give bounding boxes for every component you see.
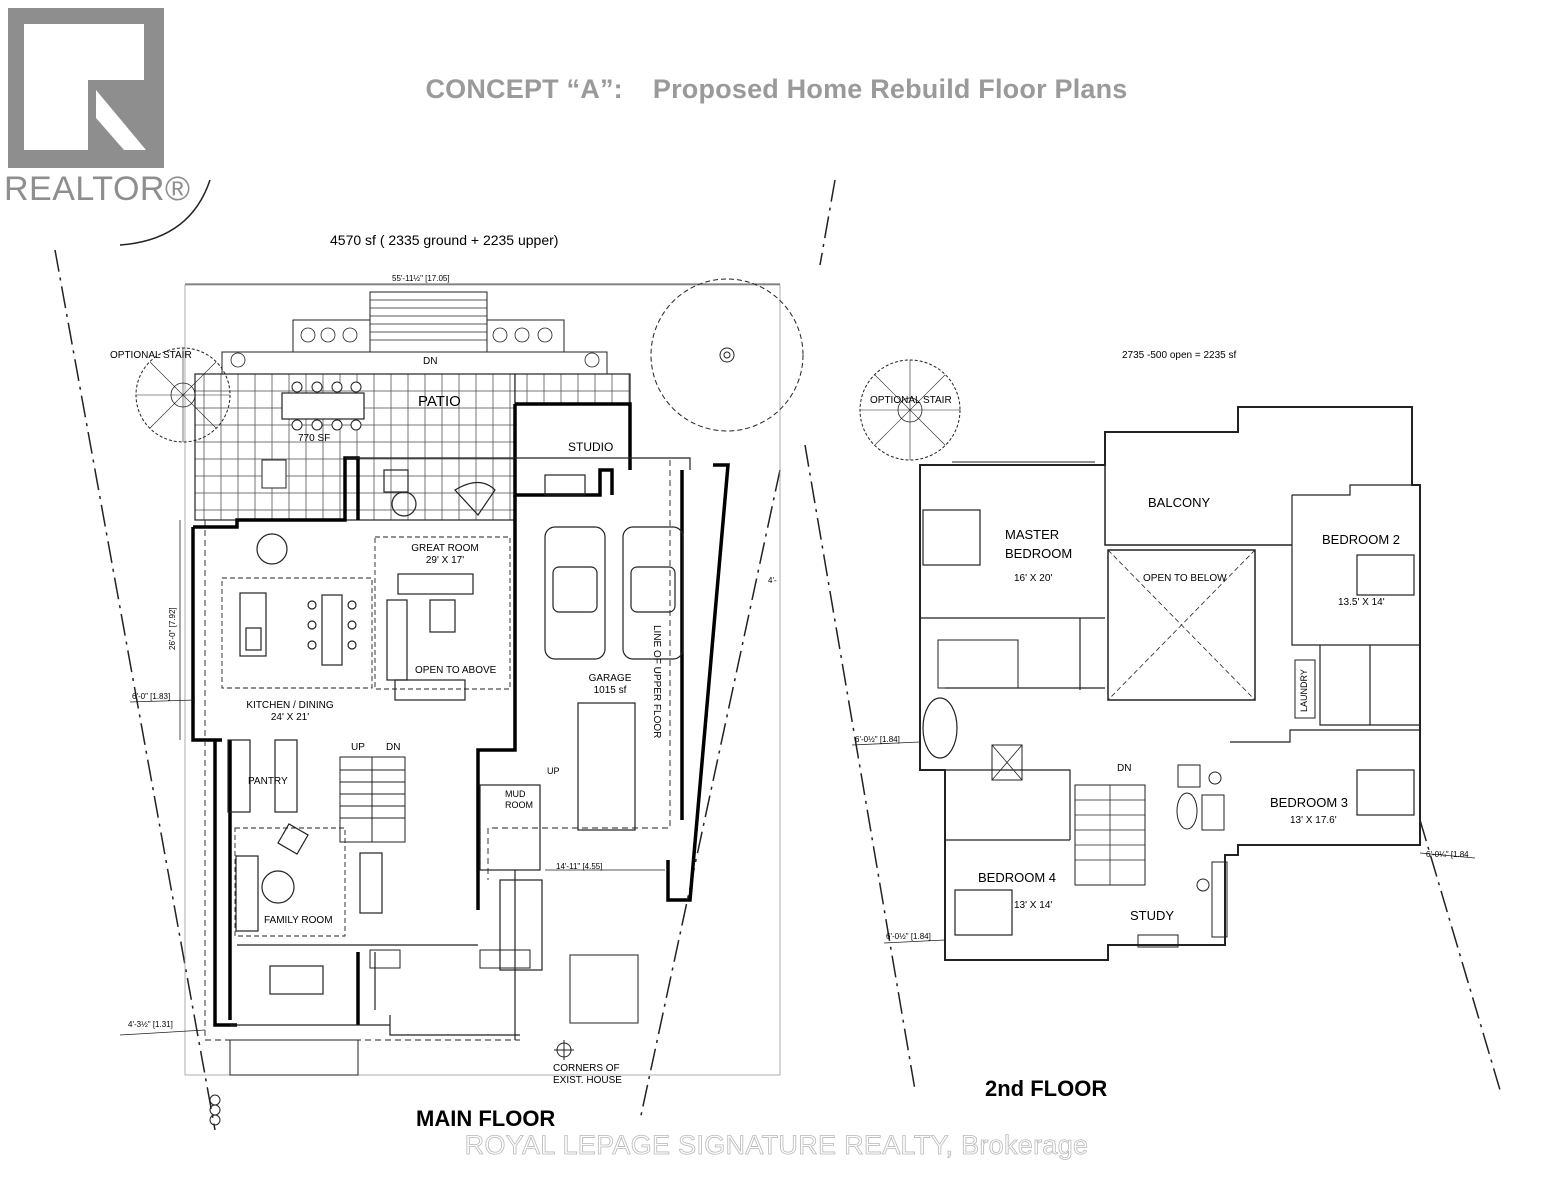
corners-label-2: EXIST. HOUSE [553, 1075, 622, 1086]
mud-room-label-1: MUD [505, 789, 526, 799]
brokerage-watermark: ROYAL LEPAGE SIGNATURE REALTY, Brokerage [464, 1130, 1089, 1161]
balcony-label: BALCONY [1148, 495, 1211, 510]
great-room-size: 29' X 17' [425, 555, 465, 566]
kitchen-dining-size: 24' X 21' [270, 712, 310, 723]
open-to-below-label: OPEN TO BELOW [1143, 573, 1227, 584]
patio-dn-label: DN [423, 356, 438, 367]
stair-up-label: UP [351, 742, 365, 753]
bedroom-3-size: 13' X 17.6' [1290, 815, 1337, 826]
line-upper-floor-label: LINE OF UPPER FLOOR [651, 625, 662, 739]
pantry-label: PANTRY [248, 776, 288, 787]
title-subtitle: Proposed Home Rebuild Floor Plans [652, 74, 1128, 104]
mud-room-label-2: ROOM [505, 800, 533, 810]
dim-setback-left: 6'-0" [1.83] [132, 692, 171, 701]
family-room-label: FAMILY ROOM [264, 915, 333, 926]
stair-dn-label: DN [386, 742, 401, 753]
master-bedroom-label-1: MASTER [1005, 527, 1060, 542]
patio-label: PATIO [418, 393, 461, 410]
realtor-logo-icon [8, 8, 211, 246]
realtor-logo-text: REALTOR® [4, 170, 191, 208]
study-label: STUDY [1130, 908, 1175, 923]
main-floor-plan [54, 249, 804, 1131]
second-optional-stair-label: OPTIONAL STAIR [870, 395, 952, 406]
bedroom-3-label: BEDROOM 3 [1270, 795, 1349, 810]
dim-second-setback-left-1: 6'-0½" [1.84] [855, 735, 900, 744]
bedroom-2-label: BEDROOM 2 [1322, 532, 1401, 547]
bedroom-2-size: 13.5' X 14' [1338, 597, 1385, 608]
second-floor-plan [804, 179, 1501, 1091]
master-bedroom-label-2: BEDROOM [1005, 546, 1073, 561]
dim-setback-right: 4'- [768, 576, 777, 585]
great-room-label: GREAT ROOM [411, 543, 479, 554]
mud-up-label: UP [547, 766, 560, 776]
title-concept: CONCEPT “A”: [425, 74, 623, 104]
laundry-label: LAUNDRY [1299, 669, 1309, 712]
studio-label: STUDIO [568, 440, 614, 454]
bedroom-4-size: 13' X 14' [1014, 900, 1053, 911]
dim-second-setback-right: 6'-0¼" [1.84 [1426, 850, 1469, 859]
patio-area-label: 770 SF [298, 433, 331, 444]
open-to-above-label: OPEN TO ABOVE [415, 665, 497, 676]
master-bedroom-size: 16' X 20' [1014, 573, 1053, 584]
kitchen-dining-label: KITCHEN / DINING [246, 700, 334, 711]
corners-label-1: CORNERS OF [553, 1063, 620, 1074]
main-floor-area-summary: 4570 sf ( 2335 ground + 2235 upper) [330, 232, 559, 248]
second-floor-label: 2nd FLOOR [985, 1076, 1108, 1101]
main-optional-stair-label: OPTIONAL STAIR [110, 350, 192, 361]
page-title: CONCEPT “A”: Proposed Home Rebuild Floor … [0, 74, 1553, 105]
main-floor-label: MAIN FLOOR [416, 1106, 556, 1131]
dim-second-setback-left-2: 6'-0½" [1.84] [886, 932, 931, 941]
dim-width-top: 55'-11½" [17.05] [392, 274, 450, 283]
second-stair-dn-label: DN [1117, 763, 1132, 774]
dim-setback-bottom: 4'-3½" [1.31] [128, 1020, 173, 1029]
dim-depth-left: 26'-0" [7.92] [168, 607, 177, 650]
garage-label: GARAGE [588, 673, 632, 684]
second-floor-area-summary: 2735 -500 open = 2235 sf [1122, 350, 1237, 361]
bedroom-4-label: BEDROOM 4 [978, 870, 1057, 885]
garage-area-label: 1015 sf [593, 685, 627, 696]
dim-garage-width: 14'-11" [4.55] [556, 862, 603, 871]
